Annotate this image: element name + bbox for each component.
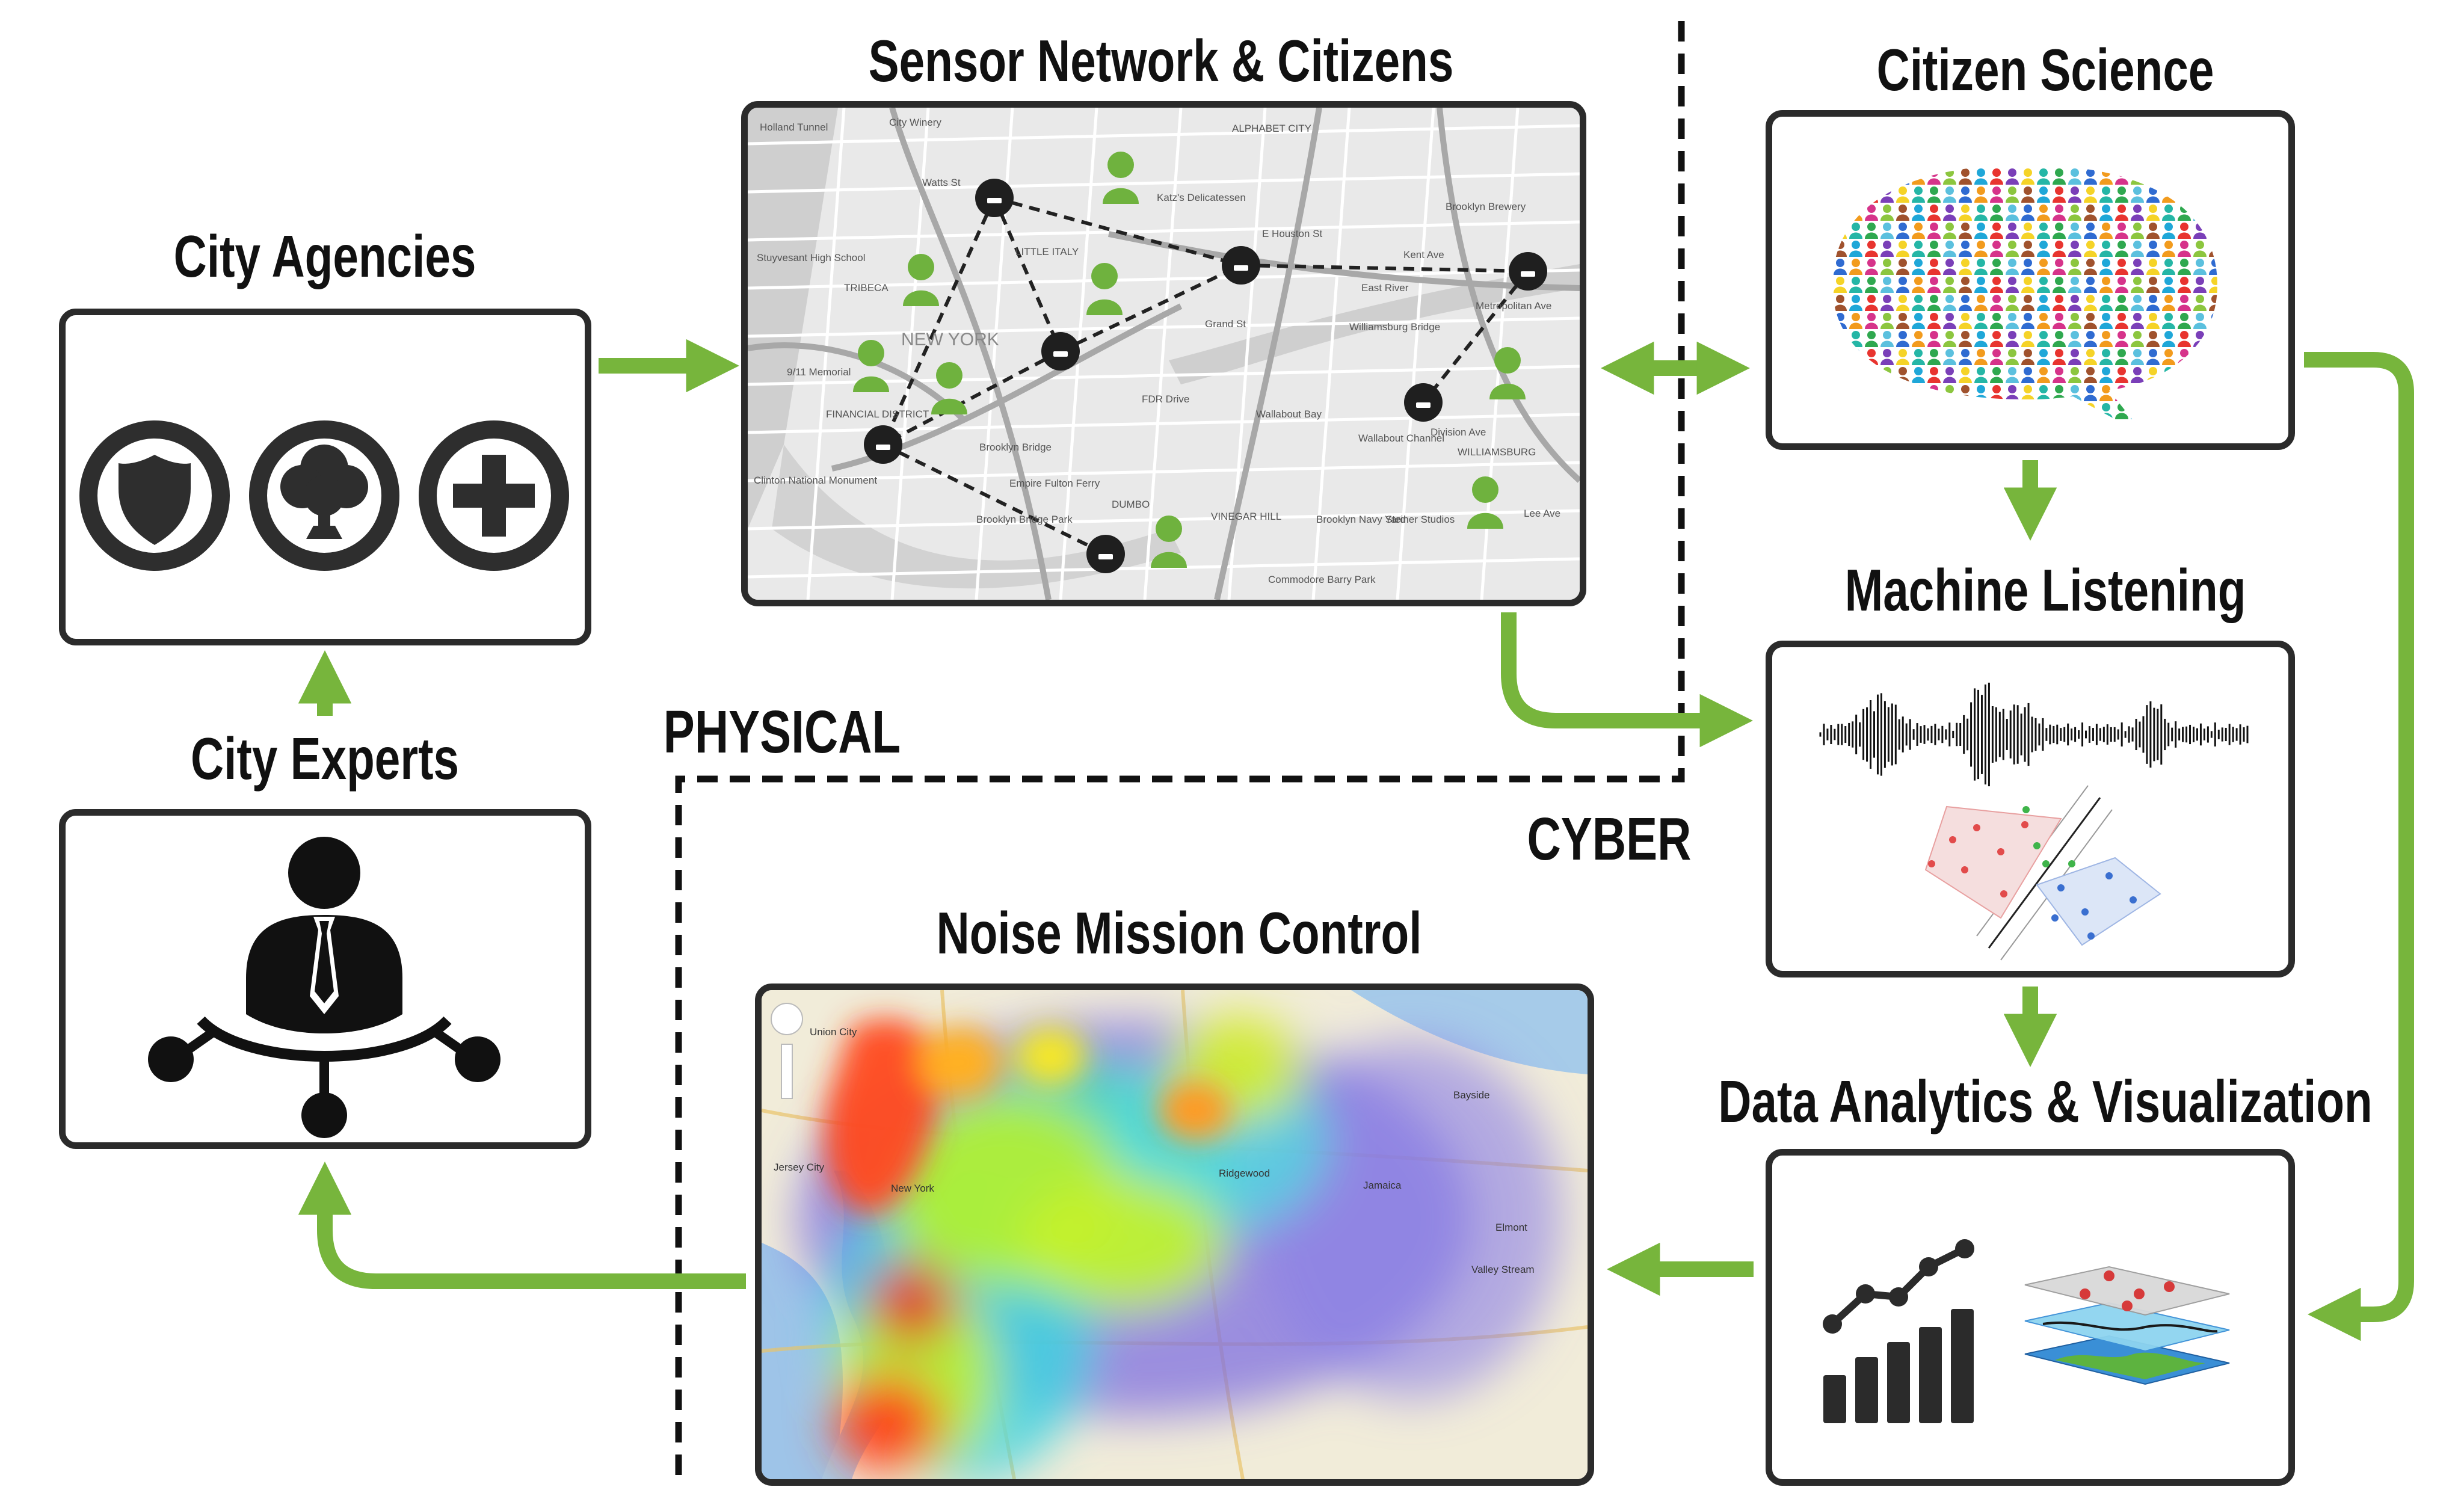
noise-heatmap: Union City New York Jersey City Ridgewoo… xyxy=(755,984,1594,1486)
map-label: TRIBECA xyxy=(844,282,889,294)
citizen-science-title: Citizen Science xyxy=(1876,37,2214,103)
bar-chart-icon xyxy=(1823,1239,1974,1423)
crowd-speech-bubble-icon xyxy=(1834,168,2217,419)
heatmap-label: Jersey City xyxy=(774,1162,825,1173)
heatmap-label: Union City xyxy=(810,1026,857,1038)
machine-listening-title: Machine Listening xyxy=(1844,557,2246,623)
city-agencies-box xyxy=(59,309,591,645)
map-label: Division Ave xyxy=(1431,426,1486,438)
map-label: DUMBO xyxy=(1112,499,1150,510)
map-label: Williamsburg Bridge xyxy=(1349,321,1440,333)
arrow-mission-control-to-experts xyxy=(298,1162,746,1289)
map-label: FINANCIAL DISTRICT xyxy=(826,408,929,420)
noise-mission-control-title: Noise Mission Control xyxy=(936,900,1422,966)
map-label: Grand St xyxy=(1205,318,1246,330)
map-label: Brooklyn Bridge xyxy=(979,442,1052,453)
map-label: Holland Tunnel xyxy=(760,122,828,133)
map-label: E Houston St xyxy=(1262,228,1322,239)
map-label: Steiner Studios xyxy=(1385,514,1455,525)
machine-listening-figure xyxy=(1819,682,2249,961)
heatmap-label: Jamaica xyxy=(1363,1180,1402,1191)
map-label: VINEGAR HILL xyxy=(1211,511,1281,522)
machine-listening-box xyxy=(1766,641,2295,977)
classifier-plot-icon xyxy=(1924,785,2161,961)
sensor-network-title: Sensor Network & Citizens xyxy=(868,28,1454,94)
arrow-citizen-to-analytics xyxy=(2304,352,2414,1341)
map-label: Lee Ave xyxy=(1524,508,1560,519)
map-label: Wallabout Channel xyxy=(1358,433,1444,444)
heatmap-label: Bayside xyxy=(1453,1089,1489,1101)
city-agencies-title: City Agencies xyxy=(173,223,476,289)
map-label: WILLIAMSBURG xyxy=(1458,446,1536,458)
physical-label: PHYSICAL xyxy=(663,698,901,766)
map-label: Metropolitan Ave xyxy=(1476,300,1551,312)
arrow-sensors-to-listening xyxy=(1501,612,1753,748)
map-label: Stuyvesant High School xyxy=(757,252,866,263)
map-label: Brooklyn Navy Yard xyxy=(1316,514,1406,525)
map-label: Wallabout Bay xyxy=(1256,408,1322,420)
map-label: City Winery xyxy=(889,117,941,128)
map-label: NEW YORK xyxy=(901,330,999,349)
map-label: Commodore Barry Park xyxy=(1268,574,1376,585)
agency-icons xyxy=(79,420,569,571)
street-map: Holland Tunnel City Winery Watts St Katz… xyxy=(748,108,1580,600)
heatmap-view: Union City New York Jersey City Ridgewoo… xyxy=(762,990,1588,1479)
map-zoom-control[interactable] xyxy=(771,1003,803,1099)
city-experts-title: City Experts xyxy=(190,725,460,792)
sensor-network-map: Holland Tunnel City Winery Watts St Katz… xyxy=(741,101,1586,606)
map-label: Clinton National Monument xyxy=(754,475,877,486)
parks-tree-icon xyxy=(249,420,399,571)
heatmap-label: New York xyxy=(891,1183,934,1194)
layered-map-icon xyxy=(2024,1266,2230,1385)
map-label: Kent Ave xyxy=(1403,249,1444,260)
data-analytics-box xyxy=(1766,1149,2295,1486)
health-cross-icon xyxy=(419,420,569,571)
citizen-science-box xyxy=(1766,110,2295,450)
cyber-label: CYBER xyxy=(1527,805,1692,873)
map-label: FDR Drive xyxy=(1142,393,1189,405)
map-label: East River xyxy=(1361,282,1409,294)
heatmap-label: Elmont xyxy=(1495,1222,1527,1233)
analytics-figure xyxy=(1823,1239,2230,1423)
map-label: Brooklyn Brewery xyxy=(1446,201,1526,212)
map-label: Empire Fulton Ferry xyxy=(1009,478,1100,489)
map-label: Brooklyn Bridge Park xyxy=(976,514,1073,525)
map-label: ALPHABET CITY xyxy=(1232,123,1311,134)
heatmap-label: Valley Stream xyxy=(1471,1264,1535,1275)
data-analytics-title: Data Analytics & Visualization xyxy=(1718,1068,2373,1134)
waveform-icon xyxy=(1819,682,2249,787)
expert-network-icon xyxy=(148,837,500,1138)
map-label: Katz's Delicatessen xyxy=(1157,192,1246,203)
police-shield-icon xyxy=(79,420,230,571)
city-experts-box xyxy=(59,809,591,1149)
citizen-markers xyxy=(853,152,1526,568)
map-label: Watts St xyxy=(922,177,961,188)
heatmap-label: Ridgewood xyxy=(1219,1168,1270,1179)
map-label: LITTLE ITALY xyxy=(1015,246,1079,257)
noise-density-layer xyxy=(798,1014,1562,1479)
map-label: 9/11 Memorial xyxy=(787,366,851,378)
